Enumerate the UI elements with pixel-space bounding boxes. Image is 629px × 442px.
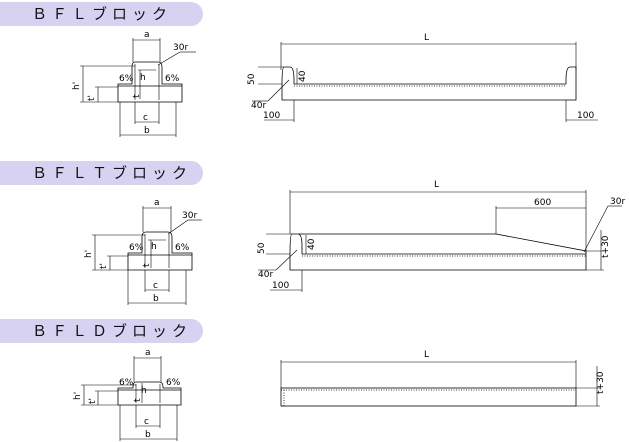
bflt-dim-t-prime: t' [99, 263, 109, 269]
bflt-radius-30r: 30r [182, 211, 197, 221]
bfl-cross-section: a 30r h t 6% 6% h' t' c b [72, 30, 196, 137]
bfld-dim-t-plus-30: t+30 [596, 371, 606, 394]
bflt-dim-h: h [151, 242, 157, 252]
bflt-slope-left: 6% [129, 243, 144, 253]
bfl-dim-a: a [144, 30, 150, 40]
bfl-dim-b: b [144, 126, 150, 136]
bflt-dim-c: c [153, 281, 158, 291]
bfld-side-view: L t+30 [280, 350, 606, 407]
bfl-dim-t: t [132, 94, 142, 98]
bflt-slope-right: 6% [175, 243, 190, 253]
bfl-dim-L: L [424, 33, 429, 43]
bfl-dim-end-left: 100 [263, 111, 280, 121]
bfld-dim-h: h [141, 386, 147, 396]
section-title-bflt: ＢＦＬＴブロック [0, 161, 203, 185]
bfl-slope-right: 6% [165, 74, 180, 84]
bfl-dim-t-prime: t' [87, 95, 97, 101]
bflt-cross-section: a 30r h t 6% 6% h' t' c b [84, 198, 202, 305]
bfl-radius-40r: 40r [251, 101, 266, 111]
bfl-dim-c: c [143, 113, 148, 123]
bfl-dim-40: 40 [298, 70, 308, 82]
bflt-dim-end-left: 100 [272, 281, 289, 291]
section-title-bfld: ＢＦＬＤブロック [0, 319, 203, 343]
section-title-bfl: ＢＦＬブロック [0, 2, 203, 26]
bfld-slope-right: 6% [166, 378, 181, 388]
bfld-dim-t-prime: t' [88, 398, 98, 404]
bfld-dim-t: t [133, 398, 143, 402]
bflt-radius-40r: 40r [258, 270, 273, 280]
bflt-dim-t-plus-30: t+30 [601, 235, 611, 258]
bfl-side-view: L 50 40 40r 100 100 [247, 33, 598, 122]
bfld-cross-section: a h t 6% 6% h' t' c b [73, 348, 182, 441]
bfld-dim-b: b [145, 430, 151, 440]
bfl-dim-h-prime: h' [72, 82, 82, 90]
bflt-dim-b: b [153, 294, 159, 304]
bflt-radius-30r-right: 30r [610, 197, 625, 207]
bfld-dim-L: L [424, 350, 429, 360]
bflt-dim-50: 50 [257, 242, 267, 254]
bfld-dim-h-prime: h' [73, 392, 83, 400]
bflt-dim-h-prime: h' [84, 250, 94, 258]
bfl-radius-30r: 30r [173, 43, 188, 53]
bflt-side-view: L 600 30r t+30 50 40 40r 100 [257, 180, 625, 292]
bfl-dim-50: 50 [247, 73, 257, 85]
bfld-dim-c: c [144, 417, 149, 427]
bflt-dim-a: a [154, 198, 160, 208]
bflt-dim-L: L [434, 180, 439, 190]
bflt-dim-40: 40 [307, 238, 317, 250]
bfl-dim-h: h [140, 73, 146, 83]
bflt-dim-600: 600 [534, 198, 551, 208]
bfld-slope-left: 6% [119, 378, 134, 388]
bfld-dim-a: a [145, 348, 151, 358]
bflt-dim-t: t [142, 263, 152, 267]
bfl-dim-end-right: 100 [577, 111, 594, 121]
bfl-slope-left: 6% [119, 74, 134, 84]
